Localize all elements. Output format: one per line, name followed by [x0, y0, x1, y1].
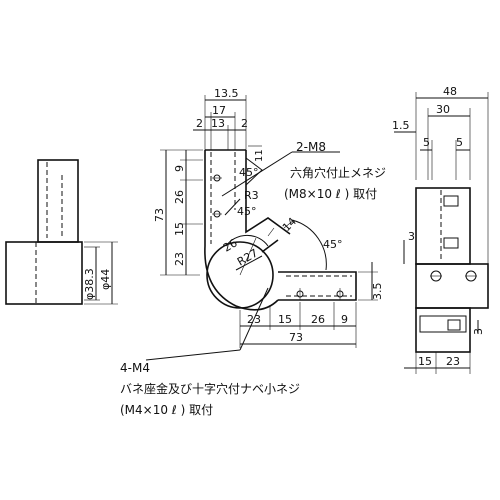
- side-lower-clamp: [415, 307, 471, 353]
- m8-note-line1: 六角穴付止メネジ: [290, 165, 386, 180]
- overall-height-73: 73: [153, 208, 166, 222]
- side-dim-23: 23: [446, 355, 460, 368]
- left-dim-15: 15: [173, 222, 186, 236]
- left-dim-9: 9: [173, 165, 186, 172]
- callout-notes: 2-M8 六角穴付止メネジ (M8×10 ℓ ) 取付 4-M4 バネ座金及び十…: [120, 140, 386, 417]
- side-post: [415, 187, 471, 265]
- top-dim-2a: 2: [196, 117, 203, 130]
- top-dim-13-5: 13.5: [214, 87, 239, 100]
- side-view: 48 30 1.5 5 5 3 3 15 23: [392, 85, 489, 374]
- angle-right-45: 45°: [323, 238, 343, 251]
- upper-post: [37, 159, 79, 243]
- dim-14: 14: [280, 215, 299, 234]
- diameter-outer-label: φ44: [99, 269, 112, 290]
- side-dim-15: 15: [418, 355, 432, 368]
- angle-upper-45: 45°: [239, 166, 259, 179]
- left-view: φ38.3 φ44: [5, 159, 118, 305]
- side-dim-30: 30: [436, 103, 450, 116]
- top-dim-13: 13: [211, 117, 225, 130]
- tube-outline: [5, 241, 83, 305]
- m8-note-line2: (M8×10 ℓ ) 取付: [284, 187, 377, 201]
- m4-note-line1: バネ座金及び十字穴付ナベ小ネジ: [120, 381, 300, 396]
- side-dim-3a: 3: [408, 230, 415, 243]
- side-dim-3b: 3: [472, 328, 485, 335]
- radius-r27-label: R27: [235, 247, 260, 269]
- side-dim-48: 48: [443, 85, 457, 98]
- horizontal-arm: [278, 271, 357, 301]
- bottom-dim-15: 15: [278, 313, 292, 326]
- front-view: 13.5 17 2 13 2 11 45° R3 45° 9 26: [145, 87, 384, 361]
- side-screw-upper: [443, 195, 459, 207]
- side-screw-lower: [443, 237, 459, 249]
- dim-11: 11: [254, 149, 265, 162]
- overall-width-73: 73: [289, 331, 303, 344]
- top-dim-2b: 2: [241, 117, 248, 130]
- tube-circle: [206, 241, 274, 309]
- side-dim-5b: 5: [456, 136, 463, 149]
- callout-m4: 4-M4: [120, 361, 150, 375]
- side-base: [415, 263, 489, 309]
- radius-r3-label: R3: [244, 189, 259, 202]
- callout-m8: 2-M8: [296, 140, 326, 154]
- clamp-body-arc: [204, 245, 279, 311]
- dim-3-5: 3.5: [371, 283, 384, 301]
- side-dim-1-5: 1.5: [392, 119, 410, 132]
- diameter-inner-label: φ38.3: [83, 268, 96, 300]
- dim-26-radial: 26: [221, 236, 240, 254]
- m4-note-line2: (M4×10 ℓ ) 取付: [120, 403, 213, 417]
- left-dim-23: 23: [173, 252, 186, 266]
- left-dim-26: 26: [173, 190, 186, 204]
- bottom-dim-9: 9: [341, 313, 348, 326]
- top-dim-17: 17: [212, 104, 226, 117]
- bottom-dim-26: 26: [311, 313, 325, 326]
- side-dim-5a: 5: [423, 136, 430, 149]
